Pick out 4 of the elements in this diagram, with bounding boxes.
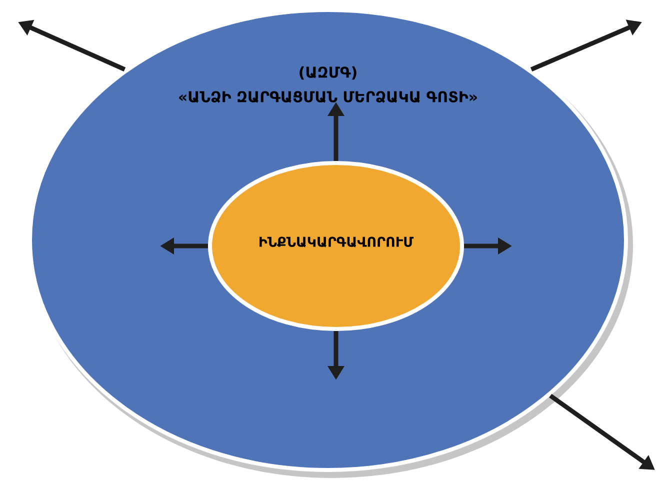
ellipse xyxy=(208,161,464,331)
label: (ԱԶՄԳ) xyxy=(300,66,356,80)
label: «ԱՆՁԻ ԶԱՐԳԱՑՄԱՆ ՄԵՐՁԱԿԱ ԳՈՏԻ» xyxy=(179,91,477,103)
label: ԻՆՔՆԱԿԱՐԳԱՎՈՐՈՒՄ xyxy=(260,236,414,248)
